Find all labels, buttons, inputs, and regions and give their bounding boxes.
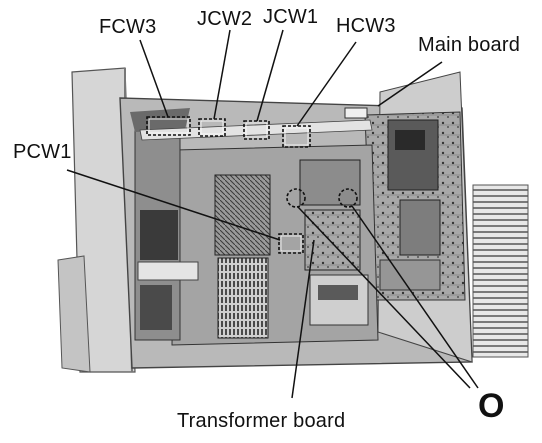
label-fcw3: FCW3 (99, 16, 157, 38)
connector-pcw1-box (278, 233, 304, 254)
label-pcw1: PCW1 (13, 141, 72, 163)
label-jcw2: JCW2 (197, 8, 253, 30)
leader-lines (66, 29, 479, 399)
screw-marker-2 (338, 188, 358, 208)
connector-jcw2-box (198, 118, 226, 137)
ribbon-cable (139, 119, 373, 141)
connector-hcw3-box (282, 125, 311, 148)
board-connector (344, 107, 368, 119)
main-board-area (364, 111, 466, 301)
connector-fcw3-box (146, 116, 191, 136)
label-main-board: Main board (418, 34, 521, 56)
connector-jcw1-box (243, 120, 270, 140)
rear-vent-panel (472, 184, 529, 358)
label-transformer-board: Transformer board (177, 410, 346, 432)
label-screw-marker: O (478, 387, 505, 425)
label-jcw1: JCW1 (263, 6, 319, 28)
transformer-board-area (171, 144, 379, 346)
screw-marker-1 (286, 188, 306, 208)
label-hcw3: HCW3 (336, 15, 396, 37)
front-panel-detail (130, 108, 199, 341)
